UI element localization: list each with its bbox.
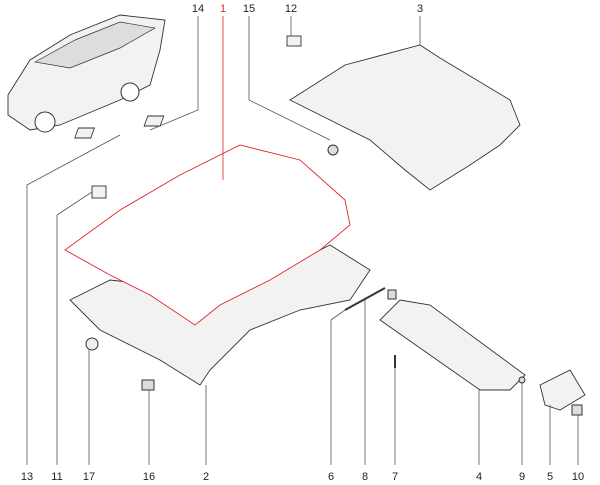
callout-3: 3 [417, 3, 423, 15]
callout-15: 15 [243, 3, 255, 15]
callout-9: 9 [519, 471, 525, 483]
clip-part-8 [387, 289, 397, 300]
callout-12: 12 [285, 3, 297, 15]
pad-part-12 [286, 35, 302, 47]
callout-7: 7 [392, 471, 398, 483]
pad-part-14a [74, 127, 96, 139]
callout-5: 5 [547, 471, 553, 483]
callout-13: 13 [21, 471, 33, 483]
grommet-part-17 [85, 337, 99, 351]
clip-part-10 [571, 404, 583, 416]
callout-10: 10 [572, 471, 584, 483]
bracket-part-5 [539, 369, 586, 411]
headliner-part-1 [64, 144, 351, 326]
headliner-part-3 [289, 44, 521, 191]
car-thumbnail [7, 14, 166, 133]
pad-part-11 [91, 185, 107, 199]
screw-part-9 [518, 376, 526, 384]
callout-14: 14 [192, 3, 204, 15]
callout-6: 6 [328, 471, 334, 483]
callout-1: 1 [220, 3, 226, 15]
callout-2: 2 [203, 471, 209, 483]
pad-part-14b [143, 115, 165, 127]
trim-part-4 [379, 299, 526, 391]
callout-8: 8 [362, 471, 368, 483]
callout-16: 16 [143, 471, 155, 483]
clip-part-15 [327, 144, 339, 156]
callout-11: 11 [51, 471, 62, 483]
nut-part-16 [141, 379, 155, 391]
strip-part-6 [344, 287, 386, 311]
callout-17: 17 [83, 471, 95, 483]
callout-4: 4 [476, 471, 482, 483]
